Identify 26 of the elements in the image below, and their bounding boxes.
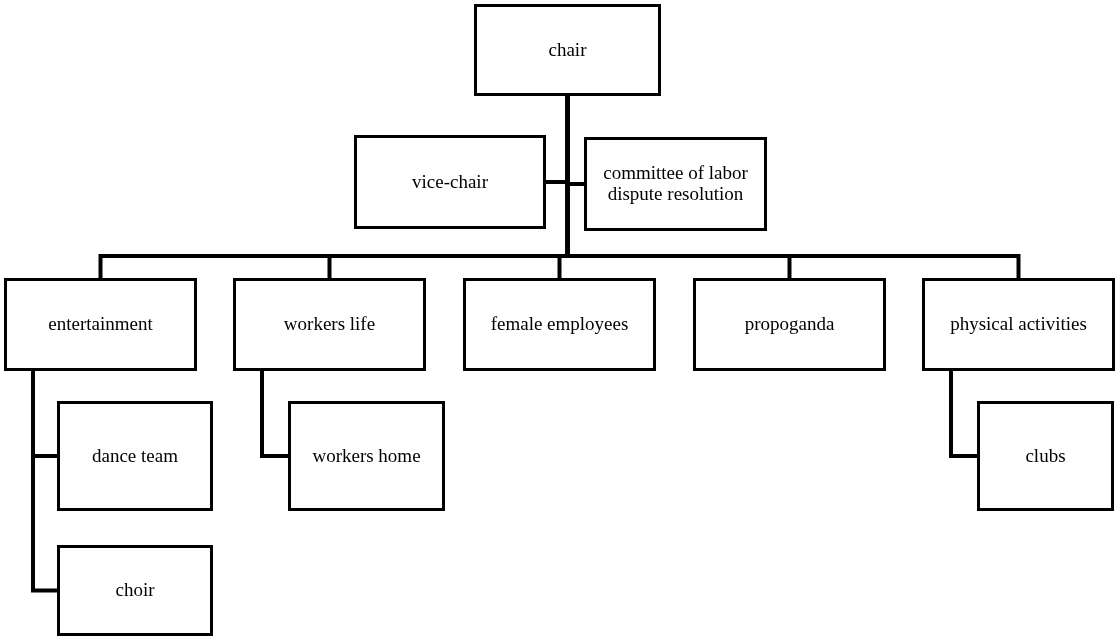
org-box [922, 278, 1115, 371]
box-label: choir [115, 580, 155, 601]
box-label: entertainment [48, 314, 153, 335]
box-label: dance team [92, 445, 178, 467]
box-label: physical activities [950, 314, 1087, 335]
connector-line [260, 371, 288, 458]
org-box [288, 401, 445, 511]
box-label: committee of labor dispute resolution [602, 163, 749, 205]
org-box [474, 4, 661, 96]
box-label: chair [548, 39, 587, 61]
org-box [463, 278, 656, 371]
box-label: vice-chair [412, 171, 488, 193]
org-box [4, 278, 197, 371]
box-label: workers home [312, 445, 421, 467]
box-label: propoganda [744, 314, 835, 335]
org-box [977, 401, 1114, 511]
org-box [584, 137, 767, 231]
org-box [354, 135, 546, 229]
org-box [693, 278, 886, 371]
org-box [57, 545, 213, 636]
box-label: workers life [283, 314, 376, 335]
box-label: clubs [1025, 445, 1066, 467]
org-box [57, 401, 213, 511]
box-label: female employees [490, 314, 629, 335]
org-box [233, 278, 426, 371]
connector-line [949, 371, 977, 458]
